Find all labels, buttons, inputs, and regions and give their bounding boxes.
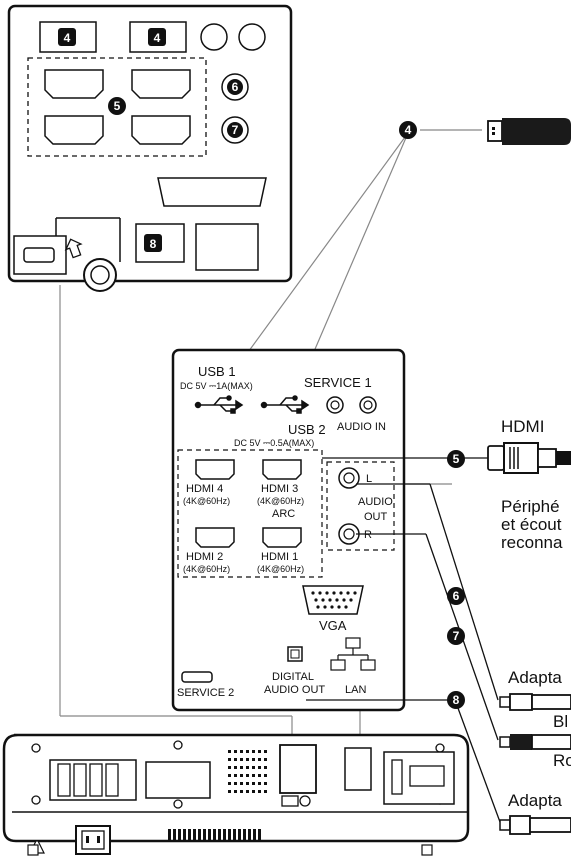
usb1-title: USB 1 [198, 364, 236, 379]
service1-label: SERVICE 1 [304, 375, 372, 390]
audio-out-l: L [366, 473, 372, 485]
side-labels: HDMI Périphé et écout reconna Adapta Bl … [501, 417, 571, 810]
hdmi3-label: HDMI 3 [261, 483, 298, 495]
lan-port-box [195, 223, 259, 271]
hdmi-1-port [262, 527, 302, 548]
usb2-spec: DC 5V ⎓0.5A(MAX) [234, 438, 314, 448]
hdmi-port-br [131, 115, 191, 145]
optical-connector [499, 815, 571, 835]
top-rear-panel [7, 4, 293, 292]
badge-hdmi-callout: 5 [453, 452, 460, 466]
hdmi-2-port [195, 527, 235, 548]
mid-badges: 5 6 7 8 [447, 450, 465, 709]
vga-port-panel [302, 585, 364, 615]
hdmi-4-port [195, 459, 235, 480]
badge-hdmi-top: 5 [114, 99, 121, 113]
audio-out-label-2: OUT [364, 511, 388, 523]
hdmi2-label: HDMI 2 [186, 551, 223, 563]
hdmi3-spec: (4K@60Hz) [257, 496, 304, 506]
hdmi-connector [487, 442, 571, 474]
badge-digital-top: 8 [150, 237, 157, 251]
usb-1-icon [194, 395, 244, 414]
badge-audio-r-top: 7 [232, 123, 239, 137]
digital-audio-out-label: AUDIO OUT [264, 684, 325, 696]
service2-label: SERVICE 2 [177, 687, 234, 699]
red-label: Ro [553, 751, 571, 770]
arc-label: ARC [272, 508, 295, 520]
badge-usb-a: 4 [64, 31, 71, 45]
bottom-vent [168, 829, 261, 840]
hdmi-port-tr [131, 69, 191, 99]
peripheral-text-3: reconna [501, 533, 563, 552]
usb-2-icon [260, 395, 310, 414]
badge-audio-r-callout: 7 [453, 629, 460, 643]
hdmi1-label: HDMI 1 [261, 551, 298, 563]
audio-out-label: AUDIO [358, 496, 393, 508]
hdmi4-label: HDMI 4 [186, 483, 223, 495]
rca-red-connector [499, 734, 571, 750]
peripheral-text-1: Périphé [501, 497, 560, 516]
hdmi1-spec: (4K@60Hz) [257, 564, 304, 574]
badge-digital-callout: 8 [453, 693, 460, 707]
badge-usb-b: 4 [154, 31, 161, 45]
pointer-arrow-icon [64, 238, 83, 259]
vga-label: VGA [319, 618, 347, 633]
white-label: Bl [553, 712, 568, 731]
panel-labels: USB 1 DC 5V ⎓1A(MAX) SERVICE 1 USB 2 AUD… [177, 364, 393, 699]
hdmi4-spec: (4K@60Hz) [183, 496, 230, 506]
top-badges: 4 4 5 6 7 8 [58, 28, 243, 252]
round-jack-b [238, 23, 266, 51]
projector-body [2, 733, 470, 856]
hdmi-side-label: HDMI [501, 417, 544, 436]
input-panel [171, 348, 406, 712]
adapter-label-1: Adapta [508, 668, 562, 687]
service-2-port [181, 671, 213, 683]
audio-in-label: AUDIO IN [337, 421, 386, 433]
hdmi-port-bl [44, 115, 104, 145]
vent-grille [228, 750, 267, 793]
badge-audio-l-top: 6 [232, 80, 239, 94]
usb1-spec: DC 5V ⎓1A(MAX) [180, 381, 253, 391]
adapter-label-2: Adapta [508, 791, 562, 810]
hdmi-3-port [262, 459, 302, 480]
lan-label: LAN [345, 684, 366, 696]
digital-label: DIGITAL [272, 671, 314, 683]
badge-audio-l-callout: 6 [453, 589, 460, 603]
round-jack-a [200, 23, 228, 51]
vga-port [157, 177, 267, 207]
peripheral-text-2: et écout [501, 515, 562, 534]
hdmi2-spec: (4K@60Hz) [183, 564, 230, 574]
usb-stick [487, 118, 571, 145]
audio-out-r: R [364, 529, 372, 541]
badge-usb-callout: 4 [405, 123, 412, 137]
connector-panel-area [279, 744, 317, 794]
cover-panel [344, 747, 372, 791]
usb2-title: USB 2 [288, 422, 326, 437]
rca-white-connector [499, 693, 571, 711]
hdmi-port-tl [44, 69, 104, 99]
hdmi-group-outline [27, 57, 207, 157]
lan-icon [330, 637, 376, 671]
